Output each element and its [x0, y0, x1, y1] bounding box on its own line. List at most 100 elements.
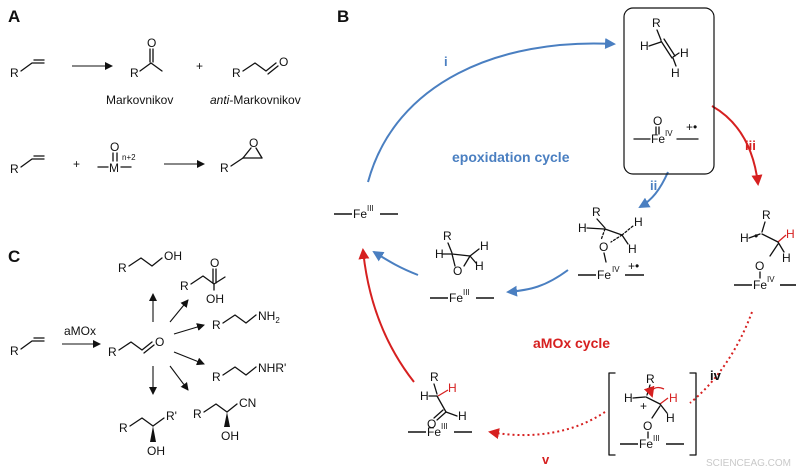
step-i-label: i	[444, 54, 448, 69]
svg-text:Fe: Fe	[753, 278, 767, 292]
svg-text:H: H	[628, 242, 637, 256]
svg-text:H: H	[634, 215, 643, 229]
svg-text:O: O	[427, 417, 436, 431]
svg-text:Fe: Fe	[651, 132, 665, 146]
anti-markovnikov-label: anti-Markovnikov	[210, 93, 301, 107]
svg-text:H: H	[640, 39, 649, 53]
compound-i: O Fe IV +•	[633, 114, 699, 146]
svg-text:R: R	[10, 162, 19, 176]
plus-sign-a1: +	[196, 59, 203, 73]
svg-text:H: H	[448, 381, 457, 395]
epoxidation-intermediate: R H H H O Fe IV +•	[578, 205, 644, 282]
svg-text:+: +	[640, 399, 647, 413]
svg-text:OH: OH	[164, 249, 182, 263]
plus-sign-a2: +	[73, 157, 80, 171]
svg-text:H: H	[666, 411, 675, 425]
svg-text:O: O	[643, 419, 652, 433]
svg-text:O: O	[147, 36, 156, 50]
markovnikov-label: Markovnikov	[106, 93, 173, 107]
panel-c-label: C	[8, 247, 20, 266]
step-iii-label: iii	[745, 138, 756, 153]
svg-text:H: H	[578, 221, 587, 235]
product-cyanohydrin: R CN OH	[193, 396, 256, 443]
svg-text:R: R	[10, 344, 19, 358]
svg-text:NH2: NH2	[258, 309, 280, 325]
svg-text:Fe: Fe	[353, 207, 367, 221]
svg-text:III: III	[653, 434, 660, 443]
radical-intermediate: R H • H H O Fe IV	[734, 208, 796, 292]
product-secondary-amine: R NHR'	[212, 361, 286, 384]
svg-text:R: R	[212, 370, 221, 384]
svg-text:O: O	[249, 136, 258, 150]
svg-text:H: H	[671, 66, 680, 80]
arrow-step-ii	[638, 171, 669, 209]
alkene-c: R	[10, 337, 45, 358]
svg-text:H: H	[624, 391, 633, 405]
svg-text:R: R	[212, 318, 221, 332]
methyl-ketone: R O	[130, 36, 163, 80]
svg-text:III: III	[441, 422, 448, 431]
svg-text:R': R'	[166, 409, 177, 423]
epoxide-a: R O	[220, 136, 263, 175]
arrow-step-iii	[711, 105, 763, 186]
svg-text:R: R	[119, 421, 128, 435]
arrow-epoxide-to-fe3	[372, 250, 419, 276]
arrow-step-i	[367, 38, 616, 183]
svg-text:n+2: n+2	[122, 153, 136, 162]
svg-text:M: M	[109, 161, 119, 175]
svg-text:H: H	[782, 251, 791, 265]
step-iv-label: iv	[710, 368, 722, 383]
svg-text:O: O	[210, 256, 219, 270]
derivatization-arrows	[149, 293, 205, 395]
svg-text:R: R	[108, 345, 117, 359]
product-alcohol: R OH	[118, 249, 182, 275]
substrate-box	[623, 7, 715, 175]
svg-text:III: III	[367, 204, 374, 213]
svg-text:H: H	[458, 409, 467, 423]
svg-text:O: O	[155, 335, 164, 349]
svg-text:NHR': NHR'	[258, 361, 286, 375]
svg-text:H: H	[480, 239, 489, 253]
svg-text:R: R	[592, 205, 601, 219]
product-acid: R O OH	[180, 256, 226, 306]
step-v-label: v	[542, 452, 550, 467]
svg-text:+•: +•	[628, 259, 639, 273]
watermark: SCIENCEAG.COM	[706, 458, 791, 469]
svg-text:O: O	[453, 264, 462, 278]
svg-text:OH: OH	[221, 429, 239, 443]
metal-oxo: O M n+2	[97, 140, 136, 175]
svg-text:OH: OH	[147, 444, 165, 458]
aldehyde-product: R H H H O Fe III	[408, 370, 472, 439]
svg-text:IV: IV	[767, 275, 775, 284]
svg-text:R: R	[193, 407, 202, 421]
svg-text:R: R	[646, 372, 655, 386]
arrow-epoxide-release	[506, 269, 569, 297]
svg-text:H: H	[435, 247, 444, 261]
alkene-a1: R	[10, 59, 45, 80]
fe3-resting-state: Fe III	[334, 204, 398, 221]
svg-text:R: R	[130, 66, 139, 80]
svg-text:OH: OH	[206, 292, 224, 306]
step-ii-label: ii	[650, 178, 657, 193]
svg-text:H: H	[680, 46, 689, 60]
arrow-step-iv	[689, 311, 753, 404]
svg-text:+•: +•	[686, 120, 697, 134]
aldehyde: R O	[232, 55, 288, 80]
product-chiral-alcohol: R R' OH	[119, 409, 177, 458]
epoxidation-cycle-label: epoxidation cycle	[452, 149, 570, 165]
svg-text:Fe: Fe	[427, 425, 441, 439]
svg-text:O: O	[279, 55, 288, 69]
svg-text:R: R	[443, 229, 452, 243]
svg-text:R: R	[180, 279, 189, 293]
svg-text:H: H	[740, 231, 749, 245]
svg-text:H: H	[669, 391, 678, 405]
product-amine: R NH2	[212, 309, 280, 332]
panel-b-label: B	[337, 7, 349, 26]
aldehyde-c: R O	[108, 335, 164, 359]
amox-cycle-label: aMOx cycle	[533, 335, 610, 351]
svg-text:R: R	[652, 16, 661, 30]
substrate-alkene: R H H H	[640, 16, 689, 80]
cationic-intermediate: R H + H H O Fe III	[608, 372, 697, 456]
